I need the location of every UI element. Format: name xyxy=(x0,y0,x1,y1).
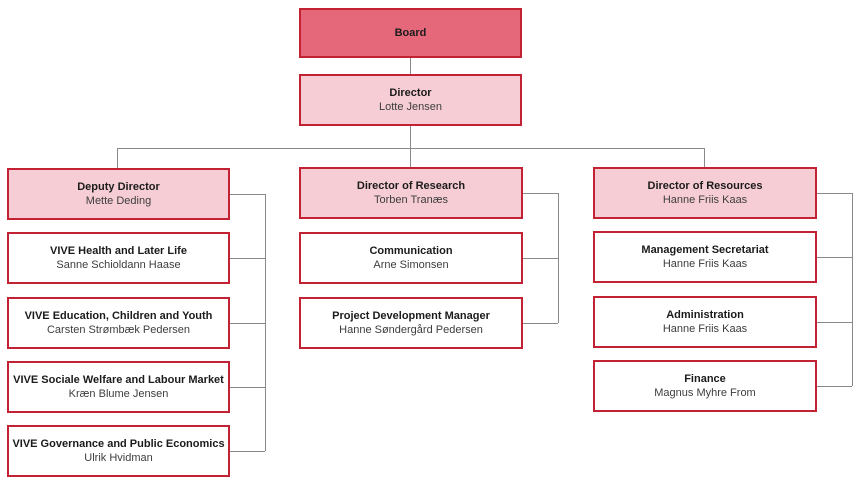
node-title: VIVE Health and Later Life xyxy=(50,245,187,257)
org-node-vive-governance: VIVE Governance and Public Economics Ulr… xyxy=(7,425,230,477)
node-title: VIVE Governance and Public Economics xyxy=(12,438,225,450)
node-person: Ulrik Hvidman xyxy=(84,452,153,464)
org-node-communication: Communication Arne Simonsen xyxy=(299,232,523,284)
node-person: Magnus Myhre From xyxy=(654,387,756,399)
org-node-vive-education: VIVE Education, Children and Youth Carst… xyxy=(7,297,230,349)
connector-director-drop xyxy=(410,126,411,149)
connector-col2-stub-1 xyxy=(523,258,558,259)
node-title: Project Development Manager xyxy=(332,310,490,322)
org-node-director-resources: Director of Resources Hanne Friis Kaas xyxy=(593,167,817,219)
node-person: Hanne Friis Kaas xyxy=(662,323,748,335)
node-title: VIVE Education, Children and Youth xyxy=(24,310,213,322)
connector-col1-head-stub xyxy=(230,194,265,195)
connector-col3-spine xyxy=(852,193,853,386)
node-title: Board xyxy=(394,27,427,39)
connector-horizontal-level2 xyxy=(117,148,705,149)
node-title: Director of Research xyxy=(356,180,466,192)
org-node-deputy-director: Deputy Director Mette Deding xyxy=(7,168,230,220)
org-node-management-secretariat: Management Secretariat Hanne Friis Kaas xyxy=(593,231,817,283)
node-title: VIVE Sociale Welfare and Labour Market xyxy=(13,374,224,386)
node-person: Hanne Søndergård Pedersen xyxy=(339,324,483,336)
connector-board-director xyxy=(410,58,411,74)
node-person: Mette Deding xyxy=(85,195,152,207)
org-node-director: Director Lotte Jensen xyxy=(299,74,522,126)
node-person: Arne Simonsen xyxy=(373,259,449,271)
node-person: Carsten Strømbæk Pedersen xyxy=(46,324,191,336)
node-person: Hanne Friis Kaas xyxy=(662,258,748,270)
connector-drop-col3 xyxy=(704,148,705,167)
node-person: Torben Tranæs xyxy=(374,194,448,206)
connector-col2-head-stub xyxy=(523,193,558,194)
org-node-vive-health: VIVE Health and Later Life Sanne Schiold… xyxy=(7,232,230,284)
org-node-project-development: Project Development Manager Hanne Sønder… xyxy=(299,297,523,349)
connector-col1-stub-2 xyxy=(230,323,265,324)
connector-col2-spine xyxy=(558,193,559,323)
connector-col1-stub-4 xyxy=(230,451,265,452)
connector-col3-head-stub xyxy=(817,193,852,194)
node-person: Lotte Jensen xyxy=(379,101,442,113)
org-node-vive-social-welfare: VIVE Sociale Welfare and Labour Market K… xyxy=(7,361,230,413)
connector-col3-stub-3 xyxy=(817,386,852,387)
node-title: Management Secretariat xyxy=(641,244,769,256)
org-node-administration: Administration Hanne Friis Kaas xyxy=(593,296,817,348)
node-title: Administration xyxy=(666,309,744,321)
node-title: Director xyxy=(389,87,432,99)
node-title: Director of Resources xyxy=(647,180,763,192)
connector-col1-spine xyxy=(265,194,266,451)
connector-col2-stub-2 xyxy=(523,323,558,324)
connector-col1-stub-3 xyxy=(230,387,265,388)
connector-col3-stub-2 xyxy=(817,322,852,323)
node-person: Kræn Blume Jensen xyxy=(68,388,169,400)
node-title: Communication xyxy=(369,245,453,257)
connector-drop-col2 xyxy=(410,148,411,167)
org-node-director-research: Director of Research Torben Tranæs xyxy=(299,167,523,219)
node-title: Deputy Director xyxy=(77,181,160,193)
node-title: Finance xyxy=(684,373,726,385)
org-node-finance: Finance Magnus Myhre From xyxy=(593,360,817,412)
connector-col3-stub-1 xyxy=(817,257,852,258)
connector-drop-col1 xyxy=(117,148,118,168)
org-node-board: Board xyxy=(299,8,522,58)
node-person: Sanne Schioldann Haase xyxy=(56,259,181,271)
connector-col1-stub-1 xyxy=(230,258,265,259)
node-person: Hanne Friis Kaas xyxy=(662,194,748,206)
